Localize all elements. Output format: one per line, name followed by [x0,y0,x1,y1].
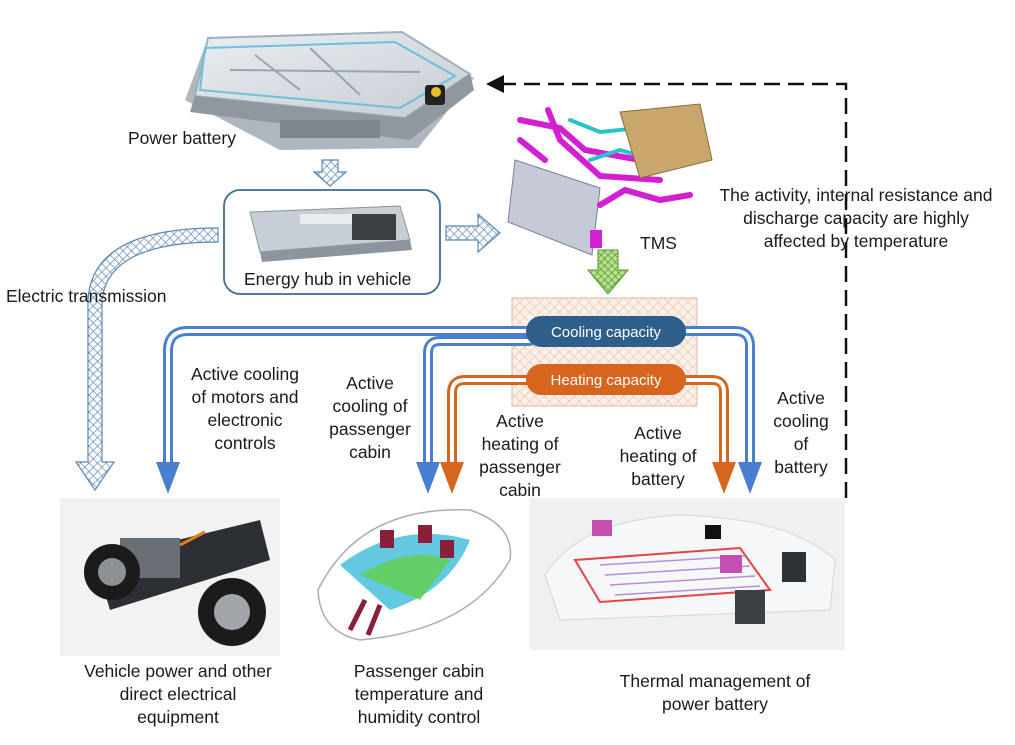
energy-hub-label: Energy hub in vehicle [244,269,412,289]
active-heating-battery-label: Active heating of battery [608,422,708,491]
label-line: of motors and [191,387,299,407]
label-line: Active [777,388,825,408]
electric-transmission-label: Electric transmission [6,286,167,306]
label-line: power battery [661,694,769,714]
tms-down-arrow [586,249,630,295]
temperature-note-line: discharge capacity are highly [743,208,969,228]
label-line: Thermal management of [619,671,811,691]
active-heating-cabin-label: Active heating of passenger cabin [468,410,572,502]
label-line: Active [346,373,394,393]
tms-label: TMS [640,233,677,253]
vehicle-power-label: Vehicle power and other direct electrica… [62,660,294,729]
label-line: battery [774,457,828,477]
label-line: humidity control [357,707,481,727]
temperature-note-line: affected by temperature [763,231,949,251]
active-cooling-motors-label: Active cooling of motors and electronic … [178,363,312,455]
active-cooling-battery-label: Active cooling of battery [762,387,840,479]
label-line: controls [214,433,276,453]
feedback-dashed-arrow [486,75,848,498]
battery-to-hub-arrow [312,159,348,187]
label-line: equipment [137,707,219,727]
label-line: direct electrical [119,684,237,704]
label-line: of [793,434,809,454]
cooling-capacity-label: Cooling capacity [551,324,662,341]
label-line: Active [496,411,544,431]
label-line: battery [631,469,685,489]
heating-capacity-pill: Heating capacity [526,364,686,395]
label-line: electronic [207,410,283,430]
temperature-note: The activity, internal resistance and di… [697,184,1015,253]
label-line: Active [634,423,682,443]
label-line: cabin [349,442,391,462]
label-line: cooling of [332,396,408,416]
thermal-management-label: Thermal management of power battery [592,670,838,716]
temperature-note-line: The activity, internal resistance and [719,185,993,205]
label-line: cooling [773,411,829,431]
label-line: heating of [619,446,697,466]
label-line: passenger [329,419,411,439]
label-line: temperature and [354,684,484,704]
cooling-capacity-pill: Cooling capacity [526,316,686,347]
cooling-arrowheads [156,462,762,494]
label-line: heating of [481,434,559,454]
tms-image [507,103,713,256]
electric-transmission-arrow [74,227,219,492]
cooling-pipes [163,326,755,467]
passenger-cabin-control-label: Passenger cabin temperature and humidity… [336,660,502,729]
label-line: Vehicle power and other [84,661,272,681]
hub-to-tms-arrow [445,212,501,254]
label-line: Active cooling [191,364,299,384]
battery-thermal-image [530,498,845,650]
label-line: passenger [479,457,561,477]
power-battery-image [185,30,474,150]
passenger-cabin-image [305,498,523,648]
heating-capacity-label: Heating capacity [551,372,662,389]
heating-pipes [447,375,729,467]
heating-arrowheads [440,462,736,494]
vehicle-power-image [60,498,280,656]
energy-hub-box [223,189,441,295]
active-cooling-cabin-label: Active cooling of passenger cabin [326,372,414,464]
label-line: Passenger cabin [353,661,485,681]
power-battery-label: Power battery [128,128,236,148]
label-line: cabin [499,480,541,500]
